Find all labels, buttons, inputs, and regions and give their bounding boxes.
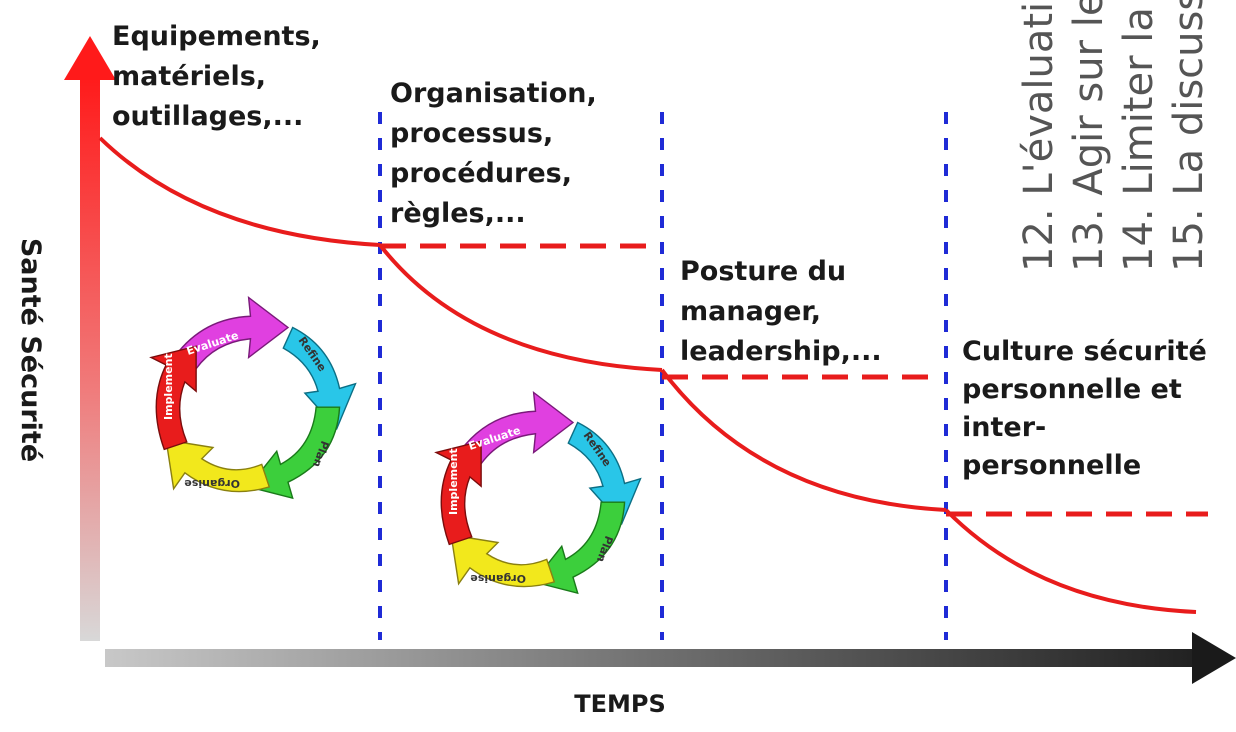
cycle-2-implement-label: Implement — [447, 448, 460, 515]
cycle-1-organise-label: Organise — [184, 477, 240, 490]
x-axis-label: TEMPS — [574, 690, 666, 718]
curve-segment-3 — [660, 368, 947, 512]
health-curve — [98, 136, 1197, 614]
x-axis-arrowhead — [1192, 632, 1236, 684]
stage-label-3: Posture du manager, leadership,... — [680, 256, 882, 367]
plateau-lines — [380, 243, 1208, 517]
side-list-item-14: 14. Limiter la — [1116, 7, 1162, 272]
stage-label-2: Organisation, processus, procédures, règ… — [390, 78, 606, 229]
side-list-item-13: 13. Agir sur le — [1066, 0, 1112, 272]
curve-segment-2 — [378, 243, 663, 372]
cycle-2-organise-label: Organise — [470, 572, 526, 585]
side-list-item-15: 15. La discuss — [1166, 0, 1212, 272]
y-axis-bar — [80, 75, 100, 641]
cycle-diagram-1: Evaluate Refine Plan Organise Implement — [150, 296, 357, 499]
y-axis-label: Santé Sécurité — [15, 238, 46, 462]
stage-label-4: Culture sécurité personnelle et inter- p… — [962, 336, 1216, 481]
side-list: 12. L'évaluati 13. Agir sur le 14. Limit… — [1016, 0, 1212, 272]
stage-label-1: Equipements, matériels, outillages,... — [112, 21, 330, 132]
x-axis-bar — [105, 649, 1205, 667]
cycle-diagram-2: Evaluate Refine Plan Organise Implement — [435, 391, 642, 594]
curve-segment-1 — [98, 136, 381, 247]
cycle-1-implement-label: Implement — [162, 353, 175, 420]
curve-segment-4 — [944, 508, 1197, 614]
y-axis-arrowhead — [64, 36, 116, 80]
side-list-item-12: 12. L'évaluati — [1016, 2, 1062, 272]
